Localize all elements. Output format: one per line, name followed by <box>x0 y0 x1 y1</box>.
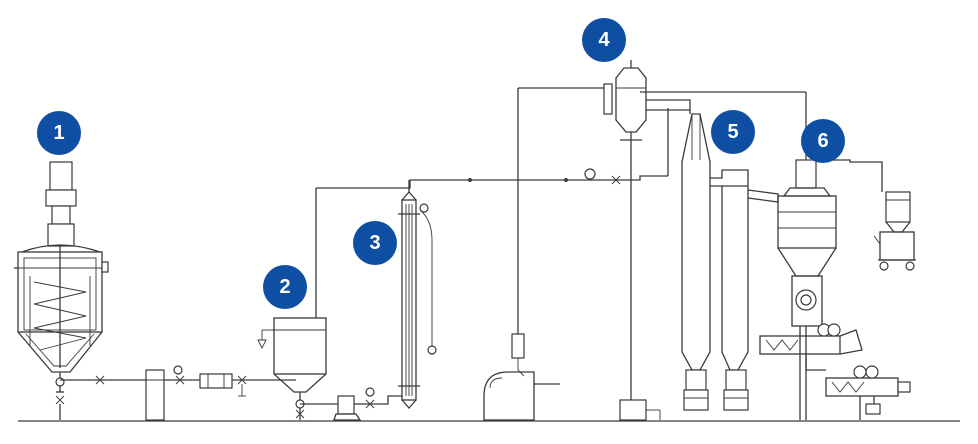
feed-header <box>316 108 669 189</box>
blower-fan <box>483 371 560 421</box>
step-badge-3: 3 <box>353 221 397 265</box>
transfer-line-2-3 <box>300 387 402 421</box>
collection-drum <box>873 186 916 271</box>
screw-conveyor <box>759 323 911 420</box>
feed-tank <box>257 188 327 420</box>
cyclone-separator <box>640 91 883 420</box>
step-badge-6: 6 <box>801 119 845 163</box>
atomizer-assembly <box>511 60 691 421</box>
transfer-line-1-2 <box>60 365 296 421</box>
drying-chamber-main <box>681 113 711 411</box>
step-badge-1: 1 <box>37 111 81 155</box>
step-badge-5: 5 <box>711 110 755 154</box>
heat-exchanger <box>398 180 437 409</box>
step-badge-2: 2 <box>263 265 307 309</box>
mixing-tank <box>14 161 109 420</box>
drying-chamber-secondary <box>710 169 779 411</box>
step-badge-4: 4 <box>582 18 626 62</box>
